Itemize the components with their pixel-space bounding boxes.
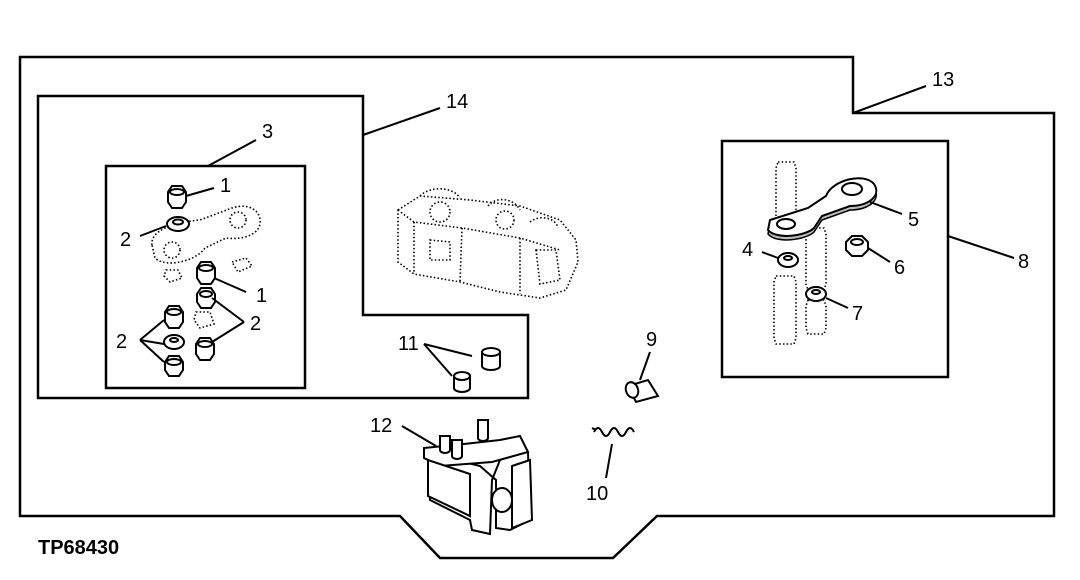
callout-8: 8: [1018, 251, 1029, 273]
washer-7: [805, 286, 827, 302]
box-3: [104, 164, 307, 390]
callout-13: 13: [932, 69, 954, 91]
washer-4: [777, 252, 799, 268]
callout-11: 11: [398, 333, 419, 355]
leader-lines: [139, 85, 1015, 479]
figure-id: TP68430: [38, 537, 119, 559]
callout-14: 14: [446, 91, 468, 113]
nut-2c: [164, 305, 184, 329]
outer-boundary: [18, 55, 1056, 560]
bushing-11a: [481, 347, 501, 371]
washer-2a: [166, 216, 190, 232]
callout-6: 6: [894, 257, 905, 279]
callout-3: 3: [262, 121, 273, 143]
washer-2d: [163, 334, 185, 350]
callout-2c: 2: [116, 331, 127, 353]
spring-10: [591, 427, 635, 437]
bushing-11b: [453, 371, 471, 393]
dotted-studs-right: [773, 161, 827, 345]
callout-7: 7: [852, 303, 863, 325]
cap-nut-2f: [164, 355, 184, 377]
strap-5: [766, 177, 878, 241]
inner-boundary: [36, 94, 530, 400]
nut-6: [845, 235, 869, 257]
callout-1b: 1: [256, 285, 267, 307]
dotted-housing: [397, 187, 579, 299]
cap-nut-1a: [167, 185, 187, 209]
callout-1a: 1: [220, 175, 231, 197]
nut-2b: [196, 287, 216, 309]
callout-2a: 2: [120, 229, 131, 251]
callout-9: 9: [646, 329, 657, 351]
cap-nut-1b: [196, 261, 216, 285]
callout-5: 5: [908, 209, 919, 231]
callout-2b: 2: [250, 313, 261, 335]
cap-nut-2e: [195, 337, 215, 361]
bracket-assembly-12: [423, 419, 534, 536]
box-8: [720, 139, 950, 379]
callout-4: 4: [742, 239, 753, 261]
callout-12: 12: [370, 415, 392, 437]
sleeve-9: [624, 378, 660, 404]
callout-10: 10: [586, 483, 608, 505]
